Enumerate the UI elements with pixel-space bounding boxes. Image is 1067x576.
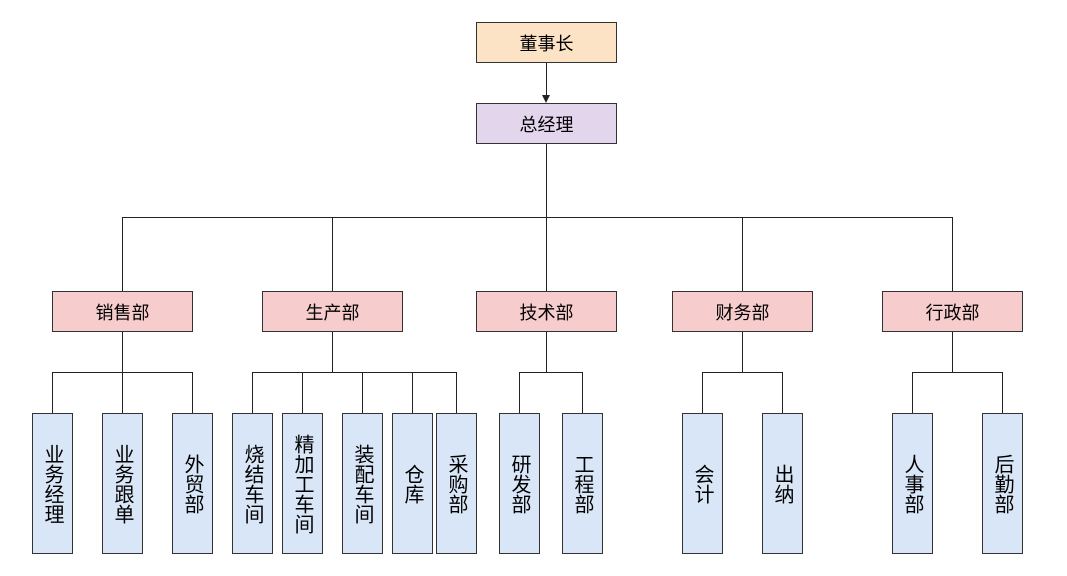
general-manager-label: 总经理 (519, 114, 574, 136)
unit-label: 业务跟单 (111, 443, 135, 524)
connector-unit-drop (52, 372, 53, 413)
unit-label: 人事部 (901, 453, 925, 514)
connector-unit-drop (302, 372, 303, 413)
unit-label: 工程部 (571, 453, 595, 514)
department-finance: 财务部 (672, 291, 813, 332)
connector-unit-drop (192, 372, 193, 413)
unit-label: 出纳 (771, 463, 795, 504)
connector-unit-drop (412, 372, 413, 413)
connector-unit-drop (456, 372, 457, 413)
connector-unit-drop (702, 372, 703, 413)
unit-box: 工程部 (562, 413, 603, 554)
unit-box: 业务经理 (32, 413, 73, 554)
connector-unit-drop (1002, 372, 1003, 413)
connector-chairman-gm (546, 62, 547, 95)
connector-unit-drop (122, 372, 123, 413)
department-admin: 行政部 (882, 291, 1023, 332)
connector-admin-down (952, 331, 953, 372)
connector-unit-drop (362, 372, 363, 413)
unit-box: 后勤部 (982, 413, 1023, 554)
unit-label: 烧结车间 (241, 443, 265, 524)
unit-box: 采购部 (436, 413, 477, 554)
unit-box: 人事部 (892, 413, 933, 554)
connector-finance-down (742, 331, 743, 372)
connector-dept-drop (952, 217, 953, 291)
connector-tech-down (546, 331, 547, 372)
chairman-label: 董事长 (519, 33, 574, 55)
unit-box: 会计 (682, 413, 723, 554)
unit-box: 出纳 (762, 413, 803, 554)
connector-unit-drop (912, 372, 913, 413)
department-tech: 技术部 (476, 291, 617, 332)
department-label: 财务部 (715, 302, 770, 324)
connector-dept-drop (742, 217, 743, 291)
unit-box: 精加工车间 (282, 413, 323, 554)
unit-label: 采购部 (445, 453, 469, 514)
department-label: 技术部 (519, 302, 574, 324)
unit-label: 精加工车间 (291, 433, 315, 534)
unit-label: 外贸部 (181, 453, 205, 514)
connector-unit-drop (519, 372, 520, 413)
connector-production-down (332, 331, 333, 372)
unit-label: 会计 (691, 463, 715, 504)
connector-dept-bus (122, 217, 953, 218)
department-production: 生产部 (262, 291, 403, 332)
connector-production-bus (252, 372, 457, 373)
connector-admin-bus (912, 372, 1003, 373)
unit-box: 业务跟单 (102, 413, 143, 554)
connector-dept-drop (332, 217, 333, 291)
unit-box: 仓库 (392, 413, 433, 554)
unit-box: 研发部 (499, 413, 540, 554)
unit-label: 后勤部 (991, 453, 1015, 514)
chairman-box: 董事长 (476, 22, 617, 63)
unit-box: 外贸部 (172, 413, 213, 554)
department-label: 行政部 (925, 302, 980, 324)
unit-label: 仓库 (401, 463, 425, 504)
connector-tech-bus (519, 372, 583, 373)
connector-arrowhead (542, 95, 550, 103)
connector-unit-drop (582, 372, 583, 413)
general-manager-box: 总经理 (476, 103, 617, 144)
department-label: 生产部 (305, 302, 360, 324)
connector-sales-down (122, 331, 123, 372)
unit-label: 装配车间 (351, 443, 375, 524)
connector-unit-drop (252, 372, 253, 413)
connector-unit-drop (782, 372, 783, 413)
connector-gm-down (546, 143, 547, 217)
connector-dept-drop (122, 217, 123, 291)
connector-finance-bus (702, 372, 783, 373)
unit-label: 业务经理 (41, 443, 65, 524)
unit-box: 烧结车间 (232, 413, 273, 554)
connector-dept-drop (546, 217, 547, 291)
department-sales: 销售部 (52, 291, 193, 332)
department-label: 销售部 (95, 302, 150, 324)
unit-box: 装配车间 (342, 413, 383, 554)
unit-label: 研发部 (508, 453, 532, 514)
